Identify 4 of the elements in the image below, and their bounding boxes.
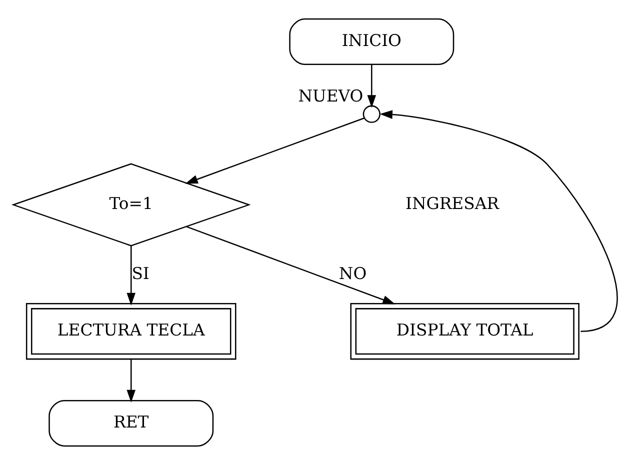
edge-label: SI	[132, 263, 150, 282]
node-label: NUEVO	[298, 86, 364, 105]
label: INGRESAR	[406, 194, 499, 213]
edge-label: NO	[338, 263, 367, 282]
